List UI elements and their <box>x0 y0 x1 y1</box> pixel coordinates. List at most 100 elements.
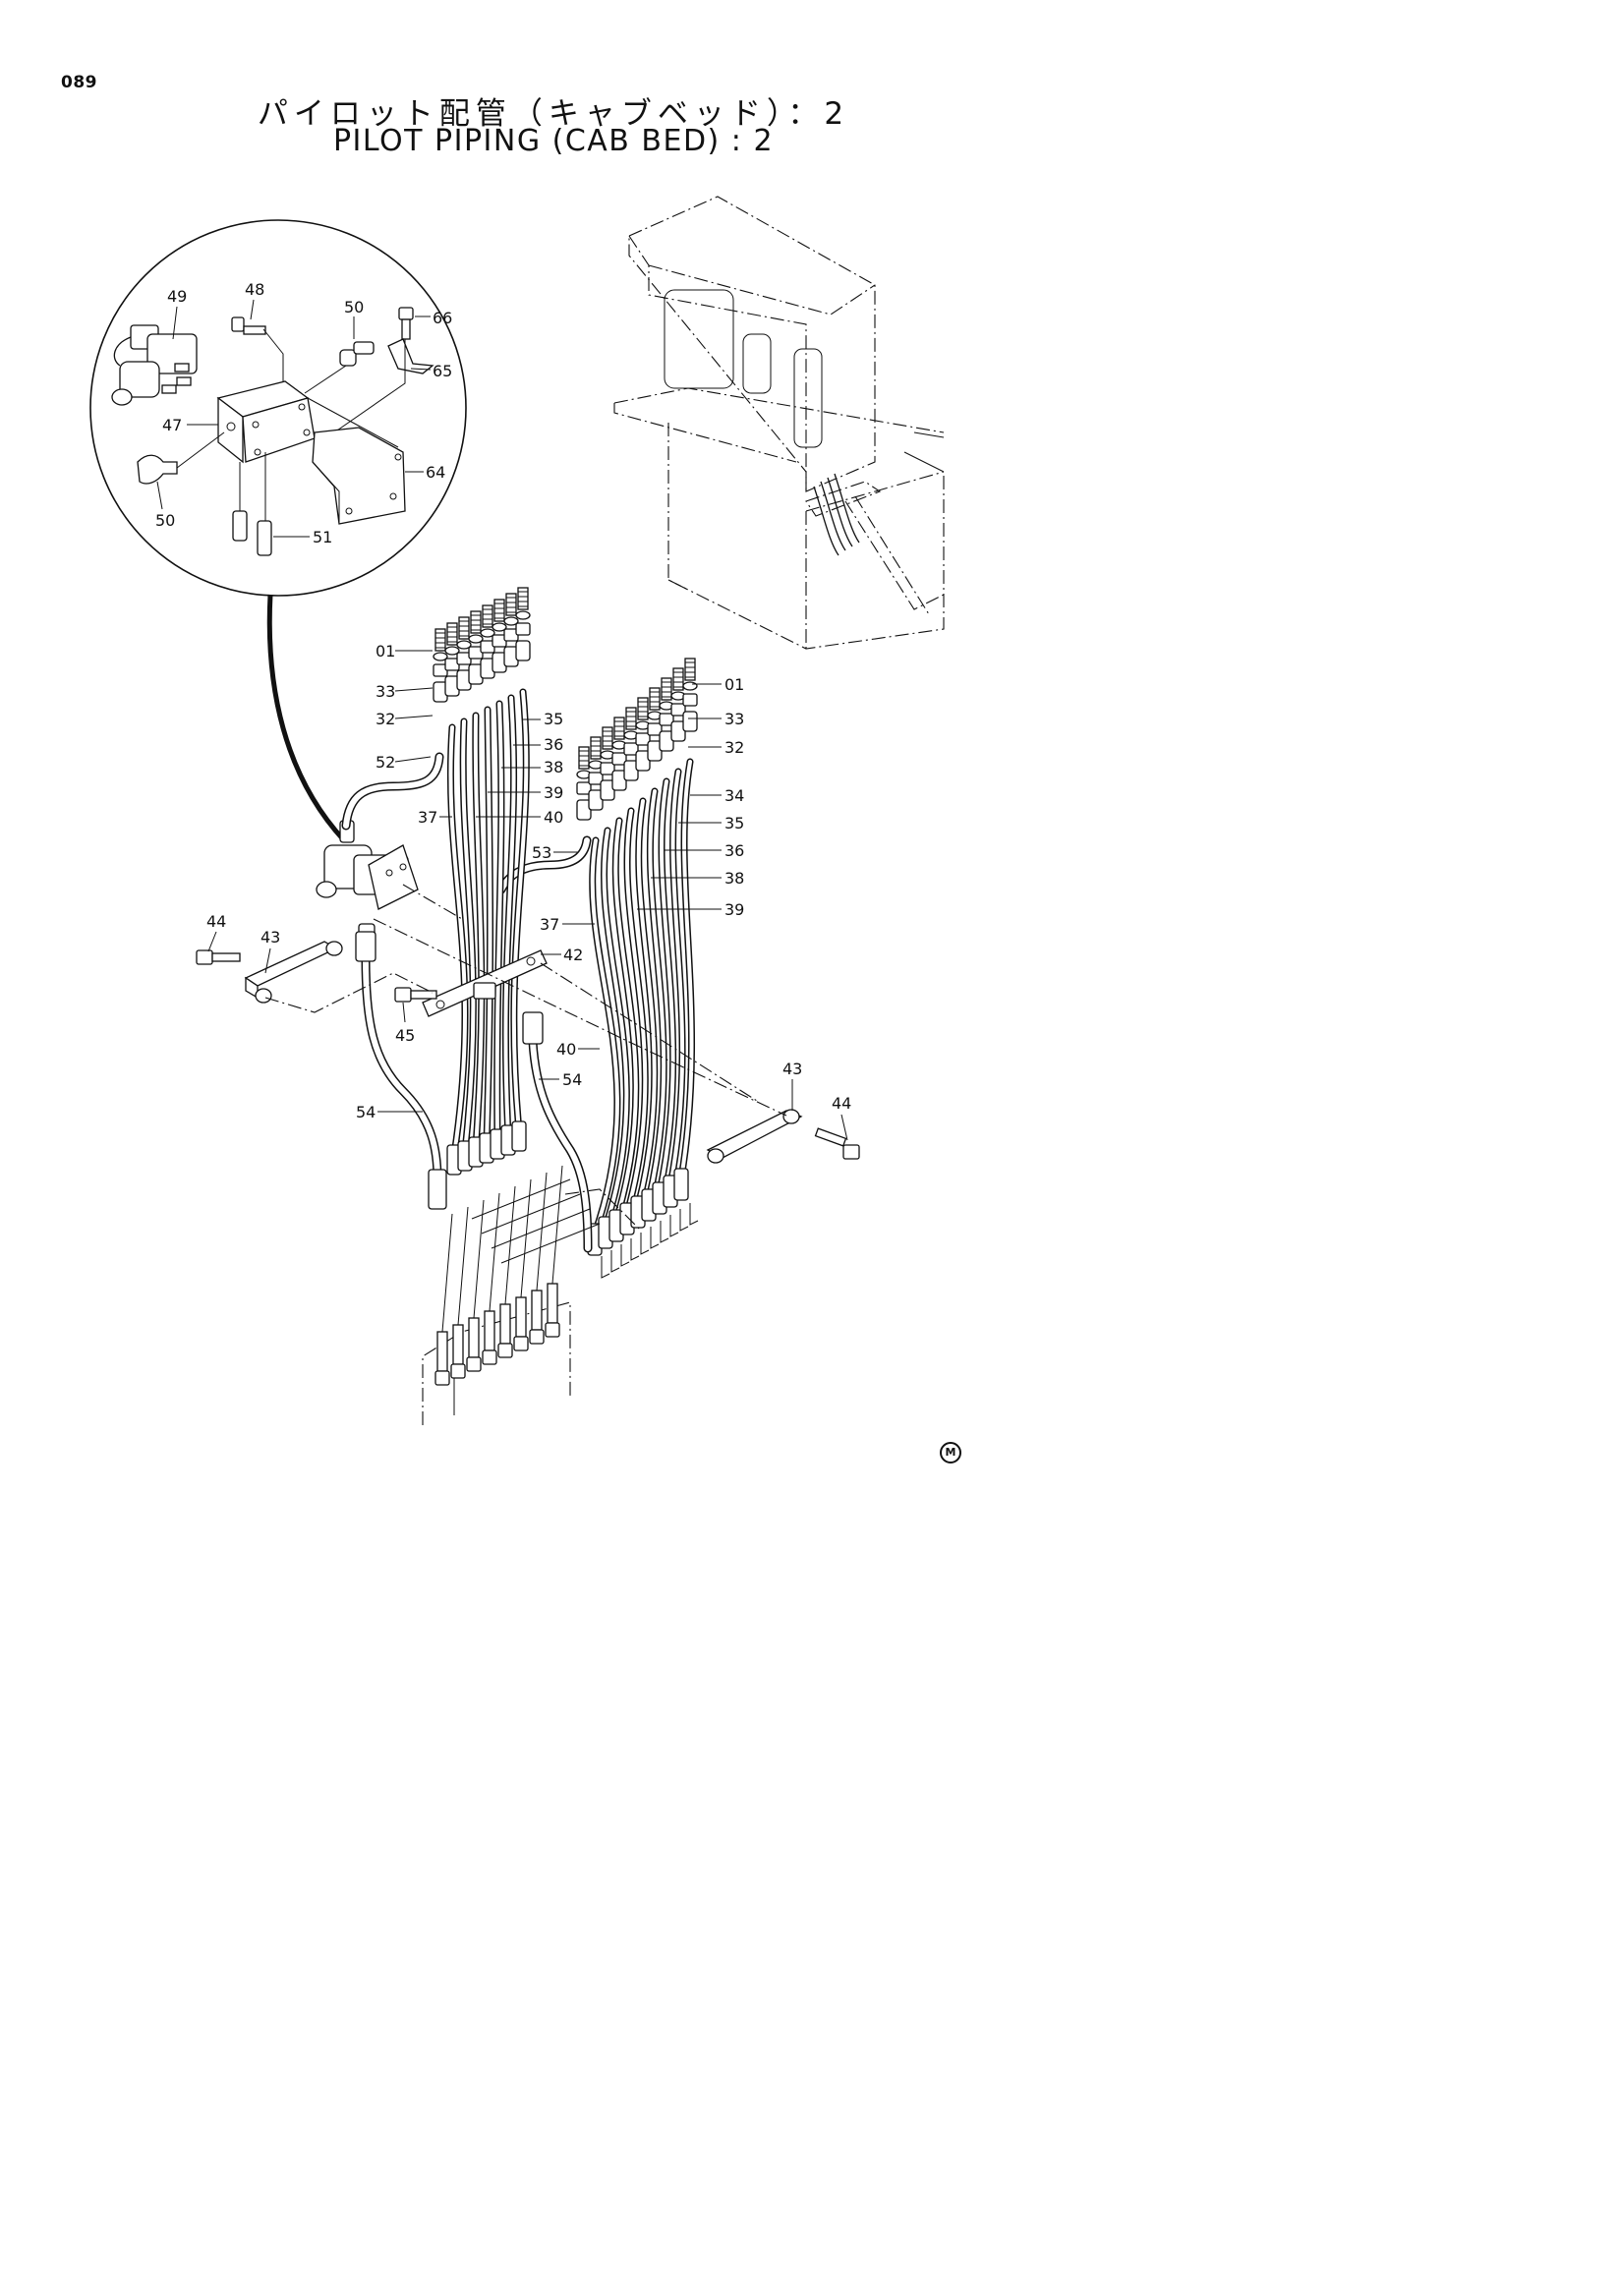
port-fitting <box>497 1343 513 1358</box>
washer <box>456 640 472 650</box>
nut <box>659 713 674 726</box>
port-tube <box>499 1303 511 1345</box>
stud <box>434 628 446 652</box>
callout-36-left: 36 <box>544 735 563 754</box>
stud <box>493 599 505 622</box>
nut <box>600 762 615 775</box>
callout-52: 52 <box>376 753 395 772</box>
left-hose-bundle <box>446 688 530 1176</box>
title-english: PILOT PIPING (CAB BED) : 2 <box>332 124 775 158</box>
callout-43-right: 43 <box>782 1060 802 1078</box>
nut <box>635 732 651 746</box>
callout-35-left: 35 <box>544 710 563 728</box>
callout-32-left: 32 <box>376 710 395 728</box>
stud <box>482 604 493 628</box>
callout-40-right: 40 <box>556 1040 576 1059</box>
nut <box>670 703 686 717</box>
exploded-view-drawing: 49 48 50 66 65 47 64 50 51 01 33 32 <box>89 196 945 1425</box>
callout-50-top: 50 <box>344 298 364 316</box>
callout-66: 66 <box>433 309 452 327</box>
washer <box>492 622 507 632</box>
callout-45: 45 <box>395 1026 415 1045</box>
hose-end-fitting <box>673 1168 689 1201</box>
registered-mark-icon: M <box>940 1442 961 1464</box>
nut <box>515 622 531 636</box>
washer <box>433 652 448 661</box>
callout-33-right: 33 <box>724 710 744 728</box>
detail-circle-valve-assembly <box>89 219 467 597</box>
stud <box>637 697 649 720</box>
nut <box>611 752 627 766</box>
bracket-43-left <box>244 941 343 1004</box>
washer <box>480 628 495 638</box>
stud <box>672 667 684 691</box>
hose-fitting <box>515 640 531 661</box>
title-japanese: パイロット配管（キャブベッド）：2 <box>257 96 850 132</box>
callout-65: 65 <box>433 362 452 380</box>
callout-01-right: 01 <box>724 675 744 694</box>
bolt-44-left <box>196 949 241 965</box>
callout-44-right: 44 <box>832 1094 851 1113</box>
callout-54-left: 54 <box>356 1103 376 1121</box>
stud <box>661 677 672 701</box>
port-fitting <box>513 1336 529 1351</box>
nut <box>623 742 639 756</box>
callout-39-right: 39 <box>724 900 744 919</box>
stud <box>505 593 517 616</box>
detail-leader-curve <box>266 594 346 842</box>
callout-37-right: 37 <box>540 915 559 934</box>
bracket-43-right <box>706 1109 803 1164</box>
washer <box>682 681 698 691</box>
solenoid-valve-49 <box>111 324 198 406</box>
nut <box>588 772 604 785</box>
stud <box>578 746 590 770</box>
callout-47: 47 <box>162 416 182 434</box>
port-tube <box>436 1331 448 1372</box>
solenoid-valve-assembly <box>316 820 419 947</box>
port-tube <box>484 1310 495 1351</box>
callout-49: 49 <box>167 287 187 306</box>
callout-01-left: 01 <box>376 642 395 660</box>
callout-64: 64 <box>426 463 445 482</box>
stud <box>590 736 602 760</box>
stud <box>470 610 482 634</box>
callout-42: 42 <box>563 946 583 964</box>
callout-40-left: 40 <box>544 808 563 827</box>
callout-37-left: 37 <box>418 808 437 827</box>
callout-51: 51 <box>313 528 332 546</box>
hose-end-fitting <box>511 1120 527 1152</box>
clamp-plate-42 <box>422 949 548 1017</box>
port-tube <box>531 1290 543 1331</box>
page-number: 089 <box>61 73 97 92</box>
stud <box>613 717 625 740</box>
stud <box>458 616 470 640</box>
callout-labels: 49 48 50 66 65 47 64 50 51 01 33 32 <box>155 280 851 1141</box>
callout-36-right: 36 <box>724 841 744 860</box>
bolt-44-right <box>814 1127 860 1160</box>
stud <box>517 587 529 610</box>
callout-54-right: 54 <box>562 1070 582 1089</box>
stud <box>625 707 637 730</box>
port-fitting <box>450 1363 466 1379</box>
stud <box>684 658 696 681</box>
callout-38-right: 38 <box>724 869 744 888</box>
port-fitting <box>545 1322 560 1338</box>
cab-illustration <box>613 196 945 650</box>
port-tube <box>468 1317 480 1358</box>
port-fitting <box>466 1356 482 1372</box>
stud <box>649 687 661 711</box>
callout-38-left: 38 <box>544 758 563 776</box>
port-tube <box>452 1324 464 1365</box>
port-fitting <box>529 1329 545 1345</box>
callout-39-left: 39 <box>544 783 563 802</box>
washer <box>444 646 460 656</box>
port-tube <box>547 1283 558 1324</box>
callout-35-right: 35 <box>724 814 744 832</box>
right-fitting-stack <box>576 658 698 821</box>
washer <box>468 634 484 644</box>
callout-48: 48 <box>245 280 264 299</box>
nut <box>647 722 663 736</box>
bolt-45 <box>394 987 437 1003</box>
callout-43-left: 43 <box>260 928 280 947</box>
callout-44-left: 44 <box>206 912 226 931</box>
